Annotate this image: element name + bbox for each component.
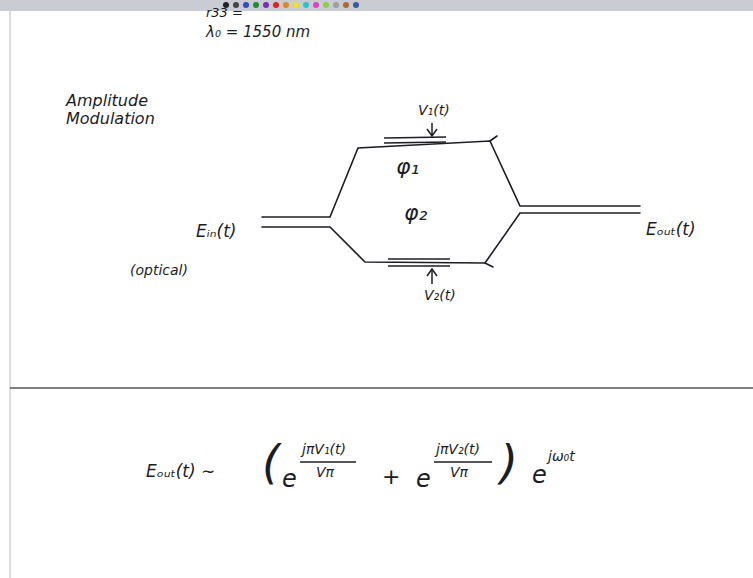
toolbar-dots <box>223 2 359 8</box>
output-field-label: Eₒᵤₜ(t) <box>646 220 696 240</box>
equation-base: e <box>282 466 297 494</box>
parameter-note: r33 = <box>206 6 243 21</box>
equation-bracket: ( <box>262 436 280 489</box>
equation-exponent: Vπ <box>316 464 334 480</box>
equation-base: e <box>416 466 431 494</box>
input-note: (optical) <box>130 262 188 278</box>
fraction-bars <box>300 461 492 462</box>
toolbar-strip <box>0 0 753 11</box>
phase-label: φ₁ <box>396 154 419 179</box>
equation-base: e <box>532 462 547 490</box>
voltage-label: V₁(t) <box>418 102 450 118</box>
phase-label: φ₂ <box>404 200 427 225</box>
divider-line <box>10 387 753 389</box>
equation-exponent: jπV₁(t) <box>302 441 346 457</box>
voltage-label: V₂(t) <box>424 287 456 303</box>
section-heading: Amplitude Modulation <box>66 92 162 129</box>
page-edge <box>10 11 11 578</box>
equation-term: Eₒᵤₜ(t) ∼ <box>146 462 215 482</box>
equation-exponent: jω₀t <box>548 448 575 464</box>
wavelength-note: λ₀ = 1550 nm <box>206 24 310 41</box>
electrodes <box>384 137 450 266</box>
equation-exponent: Vπ <box>450 464 468 480</box>
voltage-arrows <box>427 123 437 284</box>
equation-operator: + <box>382 464 400 489</box>
equation-bracket: ) <box>500 436 518 489</box>
equation-exponent: jπV₂(t) <box>436 441 480 457</box>
waveguide <box>262 136 640 267</box>
input-field-label: Eᵢₙ(t) <box>196 222 237 242</box>
